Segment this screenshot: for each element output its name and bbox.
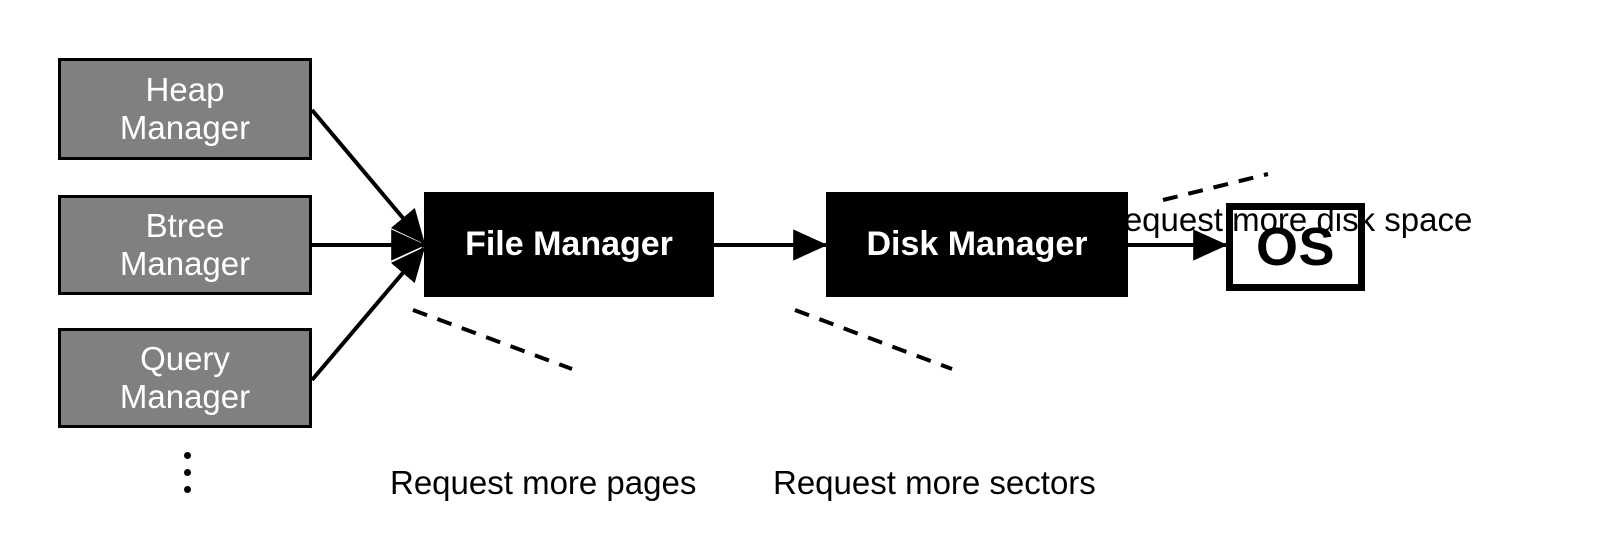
ellipsis-dot: [184, 469, 191, 476]
callout-disk-space: Request more disk space: [1100, 115, 1472, 326]
ellipsis-dot: [184, 486, 191, 493]
node-query-manager-label: Query Manager: [119, 339, 251, 415]
node-os[interactable]: OS: [1226, 203, 1365, 291]
node-disk-manager-label: Disk Manager: [866, 224, 1088, 263]
leader-line-allocation: [412, 308, 573, 371]
node-query-manager[interactable]: Query Manager: [58, 328, 312, 428]
callout-reservation: Request more sectors (Reservation): [773, 378, 1096, 540]
node-heap-manager[interactable]: Heap Manager: [58, 58, 312, 160]
node-disk-manager[interactable]: Disk Manager: [826, 192, 1128, 297]
node-heap-manager-label: Heap Manager: [119, 70, 251, 146]
node-file-manager[interactable]: File Manager: [424, 192, 714, 297]
ellipsis-dot: [184, 452, 191, 459]
callout-disk-space-line1: Request more disk space: [1100, 201, 1473, 239]
connector-heap-to-file: [310, 108, 426, 245]
callout-reservation-line1: Request more sectors: [773, 464, 1096, 502]
node-os-label: OS: [1255, 216, 1336, 277]
callout-allocation: Request more pages (Allocation): [390, 378, 696, 540]
connector-query-to-file: [310, 246, 426, 382]
leader-line-reservation: [794, 308, 953, 371]
node-btree-manager[interactable]: Btree Manager: [58, 195, 312, 295]
callout-allocation-line1: Request more pages: [390, 464, 697, 502]
more-managers-ellipsis-icon: [184, 452, 191, 503]
node-file-manager-label: File Manager: [465, 224, 673, 263]
node-btree-manager-label: Btree Manager: [119, 206, 251, 282]
